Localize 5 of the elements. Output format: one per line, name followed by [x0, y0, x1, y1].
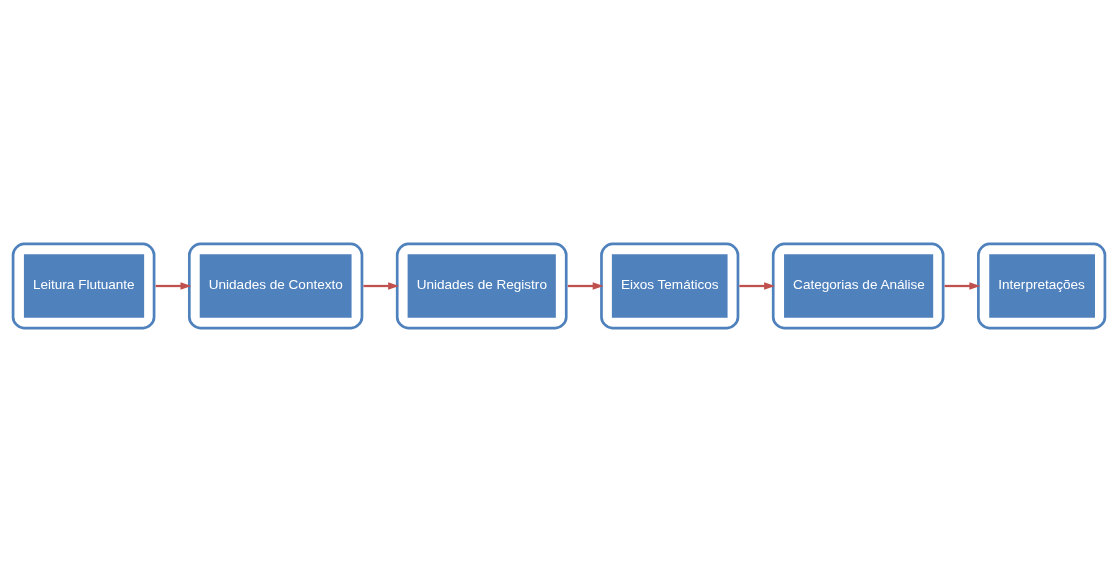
- arrow: [739, 281, 775, 290]
- arrow: [155, 281, 192, 290]
- arrow: [363, 281, 399, 290]
- arrow: [944, 281, 981, 290]
- arrow: [567, 281, 604, 290]
